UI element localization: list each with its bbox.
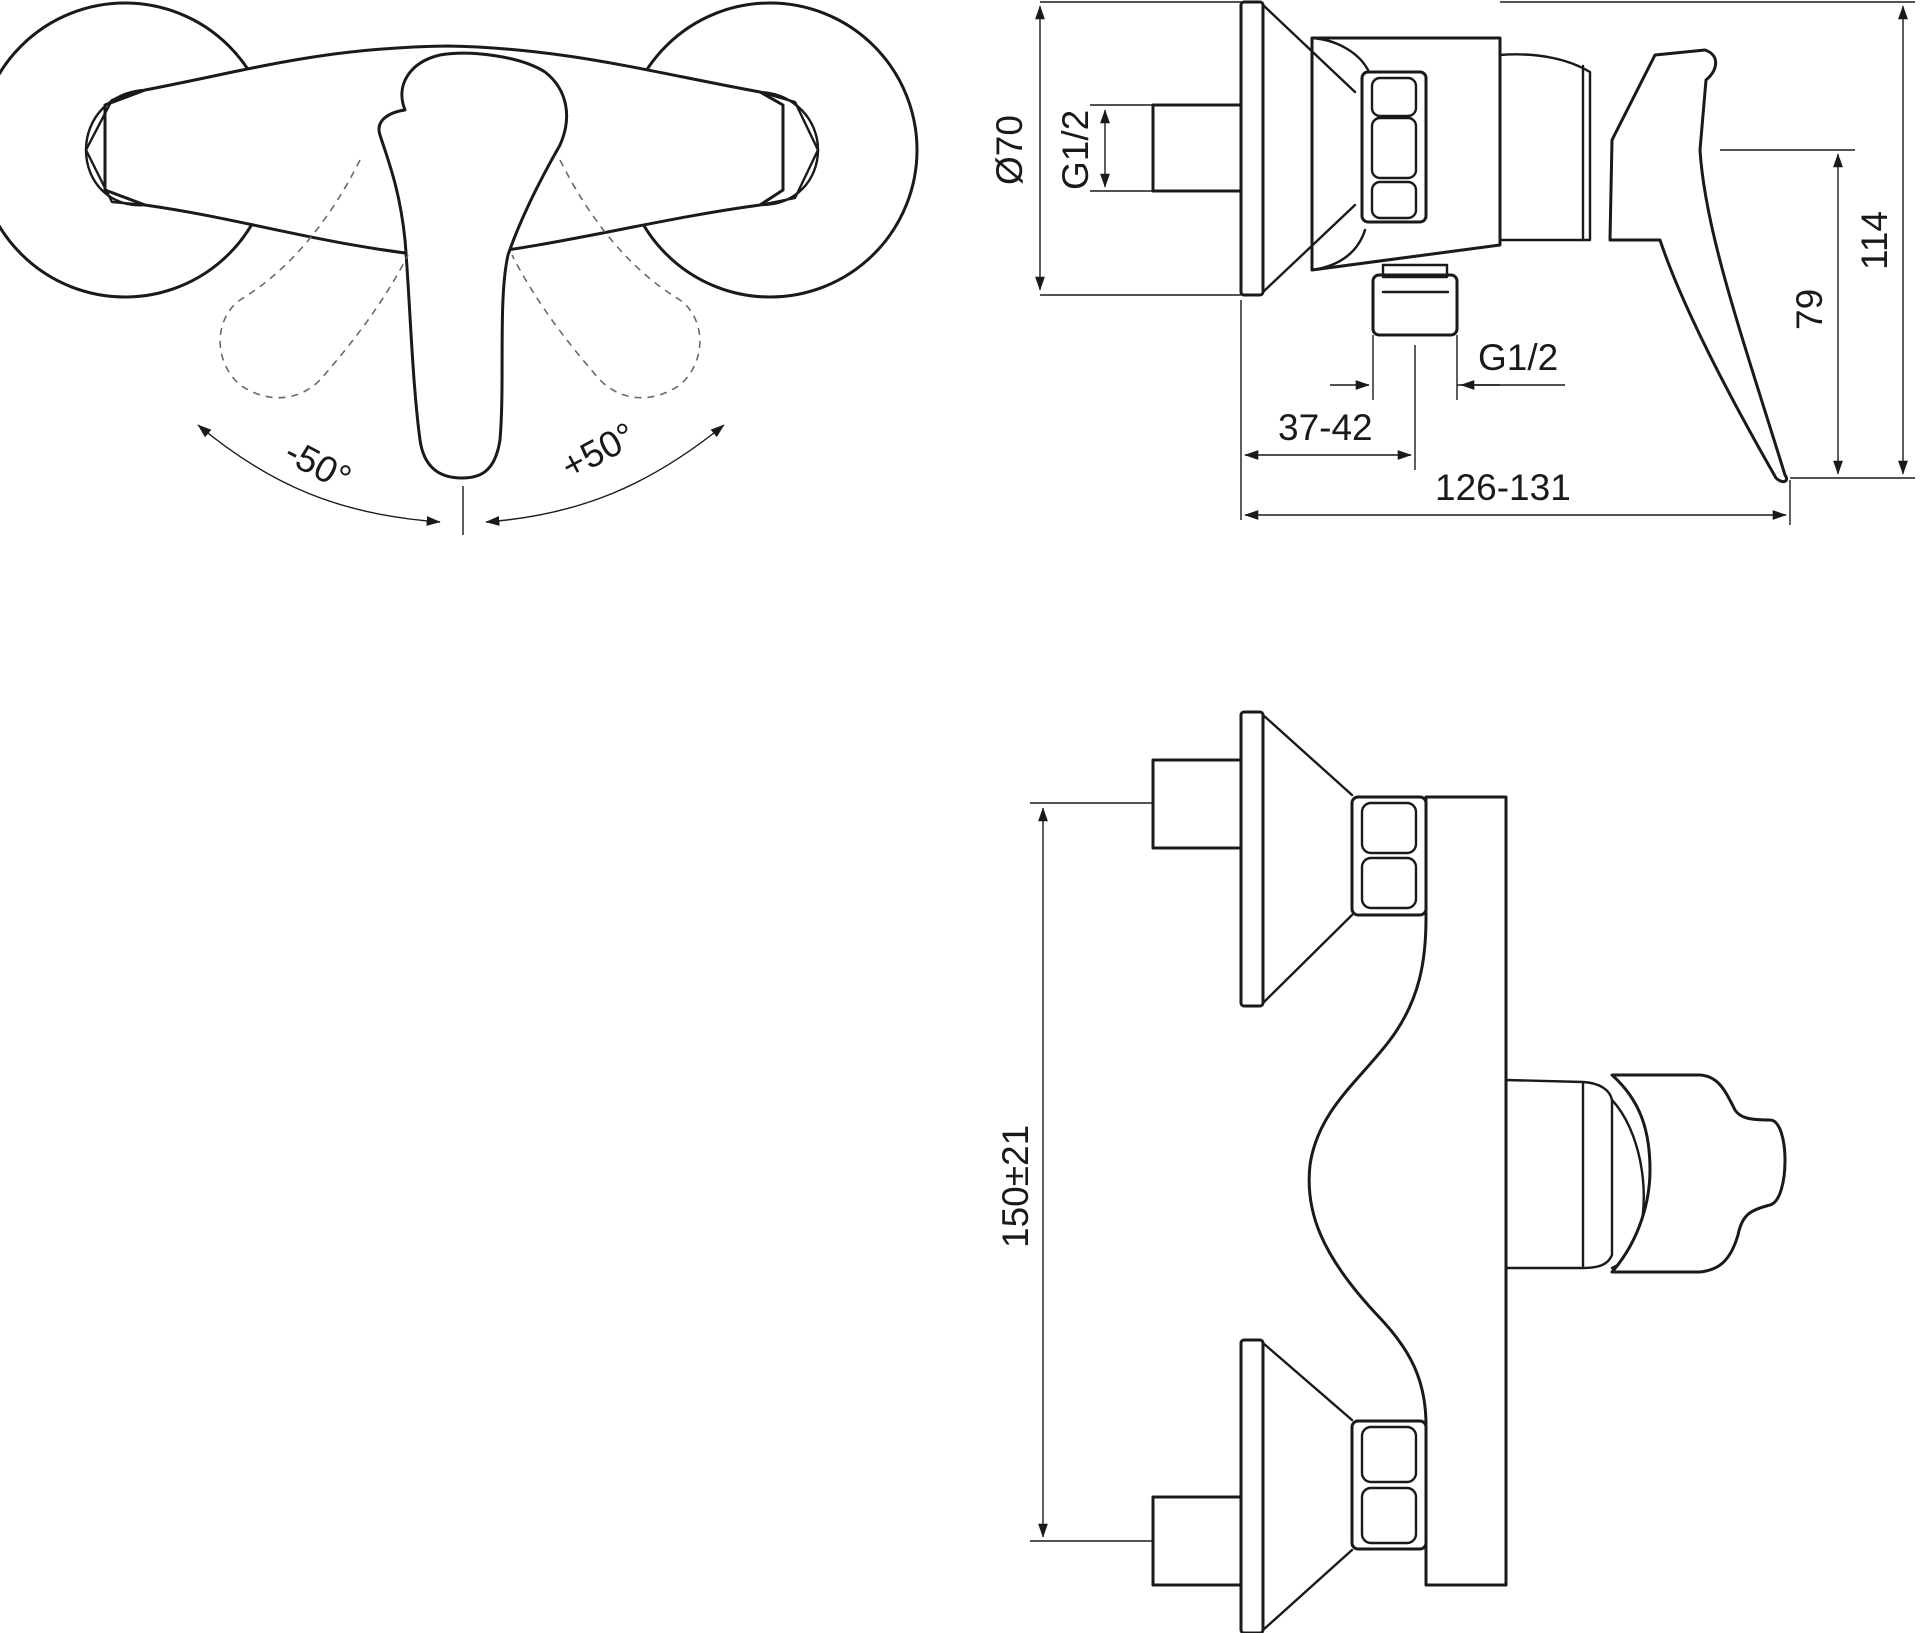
front-lever xyxy=(1610,1073,1787,1274)
front-body xyxy=(1307,795,1508,1587)
front-upper-stub xyxy=(1151,758,1243,850)
total-depth-label: 126-131 xyxy=(1435,467,1571,508)
front-lower-stub xyxy=(1151,1495,1243,1587)
front-cartridge xyxy=(1504,1078,1614,1270)
diameter-label: Ø70 xyxy=(989,115,1030,185)
side-outlet-nut xyxy=(1371,273,1459,337)
lever-top xyxy=(377,51,569,480)
side-wall-plate xyxy=(1239,0,1265,297)
center-distance-label: 150±21 xyxy=(995,1125,1036,1248)
top-view: -50° +50° xyxy=(0,1,919,535)
outlet-thread-label: G1/2 xyxy=(1478,337,1558,378)
depth-range-label: 37-42 xyxy=(1278,407,1373,448)
front-upper-plate xyxy=(1239,710,1265,1008)
side-body xyxy=(1310,36,1502,272)
angle-left-label: -50° xyxy=(278,431,358,499)
side-lever xyxy=(1608,48,1789,484)
front-lower-plate xyxy=(1239,1338,1265,1633)
side-inlet-stub xyxy=(1151,103,1243,193)
front-view: 150±21 xyxy=(995,710,1787,1633)
side-view: Ø70 G1/2 G1/2 37-42 126-131 79 114 xyxy=(989,0,1915,525)
angle-arc-right xyxy=(485,424,725,526)
inlet-thread-label: G1/2 xyxy=(1055,110,1096,190)
lever-height-label: 79 xyxy=(1789,289,1830,330)
total-height-label: 114 xyxy=(1854,211,1895,270)
angle-right-label: +50° xyxy=(555,414,643,487)
angle-arc-left xyxy=(197,424,441,526)
side-hex-nut xyxy=(1360,70,1428,224)
